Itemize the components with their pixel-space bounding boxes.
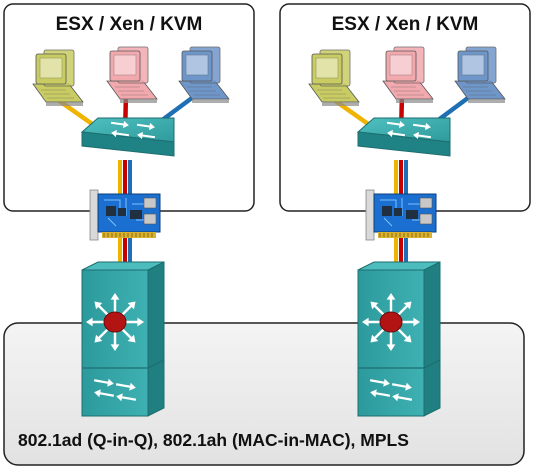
nic-card-icon (365, 189, 437, 241)
core-switch-icon (82, 262, 164, 416)
nic-card-icon (89, 189, 161, 241)
host-title: ESX / Xen / KVM (331, 14, 479, 35)
host-title: ESX / Xen / KVM (55, 14, 203, 35)
core-protocols-caption: 802.1ad (Q-in-Q), 802.1ah (MAC-in-MAC), … (18, 430, 409, 450)
core-switch-icon (358, 262, 440, 416)
